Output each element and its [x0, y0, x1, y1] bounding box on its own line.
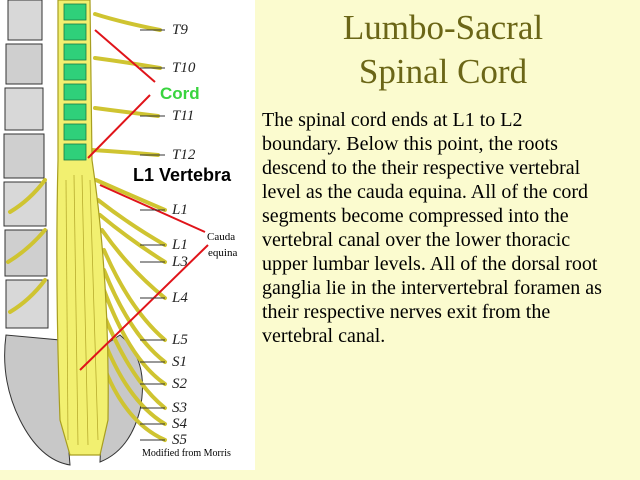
nerve-roots — [6, 12, 167, 442]
slide-title-line1: Lumbo-Sacral — [342, 8, 544, 47]
spine-diagram: T9 T10 T11 T12 L1 L1 L3 L4 L5 S1 S2 S3 S… — [0, 0, 255, 470]
cord-segments — [63, 3, 87, 161]
level-label: S5 — [172, 432, 188, 448]
level-label: L4 — [171, 290, 188, 306]
level-label: T11 — [172, 108, 194, 124]
level-label: S3 — [172, 400, 187, 416]
vertebral-column — [3, 0, 143, 466]
level-label: T12 — [172, 147, 196, 163]
level-label: L5 — [171, 332, 188, 348]
slide-description: The spinal cord ends at L1 to L2 boundar… — [262, 109, 602, 347]
slide-title-line2: Spinal Cord — [358, 52, 528, 91]
level-label: S1 — [172, 354, 187, 370]
level-label: S4 — [172, 416, 188, 432]
figure-credit: Modified from Morris — [142, 448, 231, 459]
cauda-equina-label-line2: equina — [208, 247, 237, 259]
l1-vertebra-label: L1 Vertebra — [133, 165, 232, 185]
level-label: T9 — [172, 22, 188, 38]
level-ticks — [140, 29, 165, 441]
pointer-lines — [79, 29, 209, 371]
level-label: L1 — [171, 202, 188, 218]
level-label: T10 — [172, 60, 196, 76]
level-label: L1 — [171, 237, 188, 253]
level-label: S2 — [172, 376, 188, 392]
cord-label: Cord — [160, 84, 200, 103]
cauda-strands — [65, 174, 99, 446]
cauda-equina-label-line1: Cauda — [207, 231, 235, 243]
slide-title: Lumbo-Sacral Spinal Cord — [262, 6, 624, 94]
level-label: L3 — [171, 254, 188, 270]
level-labels: T9 T10 T11 T12 L1 L1 L3 L4 L5 S1 S2 S3 S… — [171, 22, 196, 448]
